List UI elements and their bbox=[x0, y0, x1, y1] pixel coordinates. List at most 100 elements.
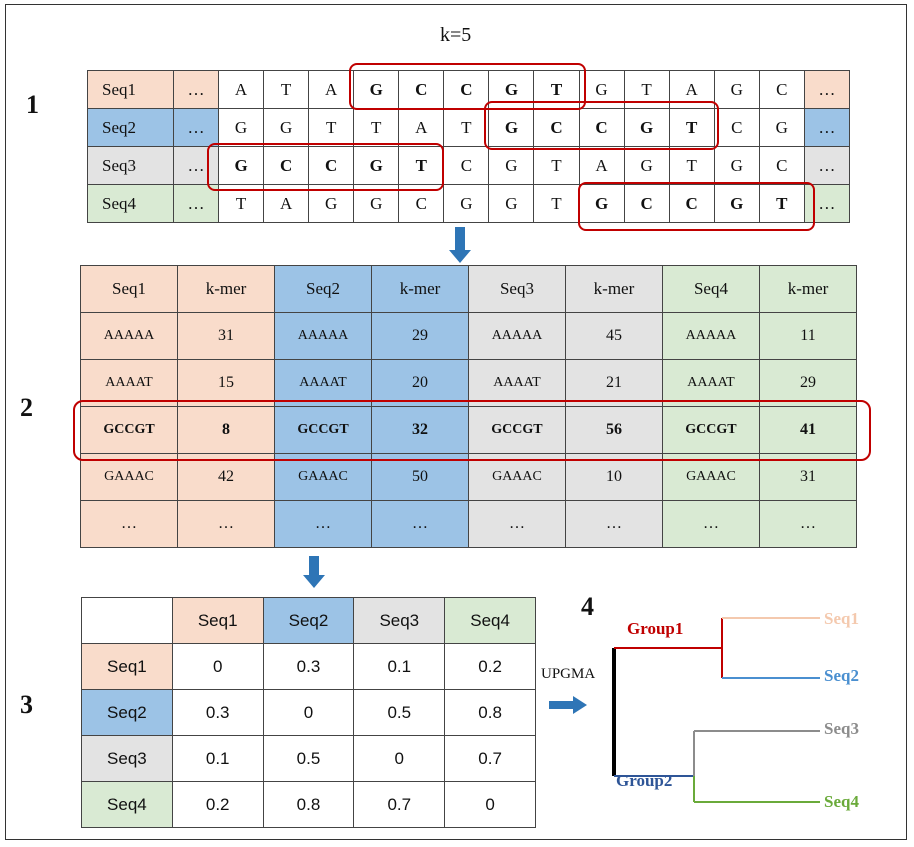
nucleotide-cell: G bbox=[488, 108, 535, 147]
kmer-cell: … bbox=[177, 500, 275, 548]
nucleotide-cell: C bbox=[398, 70, 445, 109]
kmer-cell: AAAAA bbox=[661, 312, 760, 360]
kmer-header-cell: k-mer bbox=[177, 265, 275, 313]
kmer-header-cell: Seq4 bbox=[661, 265, 760, 313]
nucleotide-cell: T bbox=[398, 146, 445, 185]
distance-cell: 0.1 bbox=[171, 735, 264, 782]
nucleotide-cell: C bbox=[443, 70, 490, 109]
distance-col-header: Seq4 bbox=[444, 597, 536, 644]
nucleotide-cell: … bbox=[172, 70, 220, 109]
distance-cell: 0 bbox=[444, 781, 536, 828]
nucleotide-cell: G bbox=[713, 70, 760, 109]
kmer-cell: 21 bbox=[564, 359, 663, 407]
distance-cell: 0.5 bbox=[262, 735, 355, 782]
kmer-cell: GAAAC bbox=[79, 453, 179, 501]
nucleotide-cell: G bbox=[443, 184, 490, 223]
distance-col-header: Seq3 bbox=[353, 597, 446, 644]
kmer-cell: … bbox=[467, 500, 566, 548]
nucleotide-cell: C bbox=[578, 108, 625, 147]
kmer-cell: … bbox=[564, 500, 663, 548]
distance-cell: 0.7 bbox=[444, 735, 536, 782]
kmer-cell: 11 bbox=[758, 312, 858, 360]
kmer-table-row: …………………… bbox=[79, 500, 858, 548]
kmer-highlight-seq2 bbox=[484, 101, 719, 150]
nucleotide-cell: … bbox=[803, 146, 851, 185]
nucleotide-cell: G bbox=[713, 184, 760, 223]
nucleotide-cell: A bbox=[218, 70, 265, 109]
distance-cell: 0.2 bbox=[171, 781, 264, 828]
nucleotide-cell: C bbox=[443, 146, 490, 185]
distance-cell: 0.8 bbox=[262, 781, 355, 828]
kmer-cell: … bbox=[661, 500, 760, 548]
tree-leaf-seq4: Seq4 bbox=[824, 792, 859, 811]
nucleotide-cell: … bbox=[172, 184, 220, 223]
nucleotide-cell: T bbox=[443, 108, 490, 147]
kmer-cell: GCCGT bbox=[79, 406, 179, 454]
kmer-highlight-seq3 bbox=[207, 143, 444, 191]
kmer-cell: 8 bbox=[177, 406, 275, 454]
step-2-label: 2 bbox=[20, 393, 33, 422]
sequence-name: Seq3 bbox=[87, 146, 174, 185]
nucleotide-cell: A bbox=[578, 146, 625, 185]
kmer-cell: 50 bbox=[371, 453, 469, 501]
kmer-highlight-seq4 bbox=[578, 182, 815, 231]
distance-row-header: Seq3 bbox=[81, 735, 173, 782]
method-label: UPGMA bbox=[541, 666, 596, 682]
nucleotide-cell: T bbox=[263, 70, 310, 109]
distance-cell: 0.2 bbox=[444, 643, 536, 690]
kmer-cell: GCCGT bbox=[661, 406, 760, 454]
k-value-label: k=5 bbox=[440, 24, 472, 46]
distance-cell: 0.8 bbox=[444, 689, 536, 736]
kmer-header-cell: Seq3 bbox=[467, 265, 566, 313]
kmer-cell: 42 bbox=[177, 453, 275, 501]
kmer-cell: 29 bbox=[371, 312, 469, 360]
kmer-cell: AAAAT bbox=[273, 359, 373, 407]
nucleotide-cell: C bbox=[713, 108, 760, 147]
sequence-name: Seq4 bbox=[87, 184, 174, 223]
distance-cell: 0.7 bbox=[353, 781, 446, 828]
tree-leaf-seq2: Seq2 bbox=[824, 666, 859, 685]
kmer-highlight-row bbox=[73, 400, 871, 461]
phylogenetic-tree bbox=[612, 617, 820, 803]
kmer-cell: … bbox=[758, 500, 858, 548]
nucleotide-cell: G bbox=[713, 146, 760, 185]
nucleotide-cell: G bbox=[758, 108, 805, 147]
arrow-down-2-icon bbox=[303, 556, 325, 588]
distance-row-header: Seq4 bbox=[81, 781, 173, 828]
nucleotide-cell: … bbox=[803, 184, 851, 223]
kmer-cell: GCCGT bbox=[273, 406, 373, 454]
kmer-cell: … bbox=[273, 500, 373, 548]
nucleotide-cell: T bbox=[533, 184, 580, 223]
distance-col-header: Seq2 bbox=[262, 597, 355, 644]
arrow-down-1-icon bbox=[449, 227, 471, 263]
nucleotide-cell: C bbox=[668, 184, 715, 223]
kmer-cell: … bbox=[371, 500, 469, 548]
tree-leaf-seq1: Seq1 bbox=[824, 609, 859, 628]
distance-corner-cell bbox=[81, 597, 173, 644]
kmer-cell: 20 bbox=[371, 359, 469, 407]
distance-cell: 0.1 bbox=[353, 643, 446, 690]
nucleotide-cell: … bbox=[803, 70, 851, 109]
kmer-cell: 41 bbox=[758, 406, 858, 454]
distance-row-header: Seq1 bbox=[81, 643, 173, 690]
kmer-header-cell: Seq1 bbox=[79, 265, 179, 313]
step-3-label: 3 bbox=[20, 690, 33, 719]
kmer-cell: 15 bbox=[177, 359, 275, 407]
kmer-cell: GAAAC bbox=[467, 453, 566, 501]
kmer-header-cell: k-mer bbox=[564, 265, 663, 313]
figure-frame bbox=[5, 4, 907, 840]
arrow-right-icon bbox=[549, 696, 587, 714]
nucleotide-cell: T bbox=[533, 146, 580, 185]
nucleotide-cell: … bbox=[803, 108, 851, 147]
nucleotide-cell: G bbox=[488, 184, 535, 223]
